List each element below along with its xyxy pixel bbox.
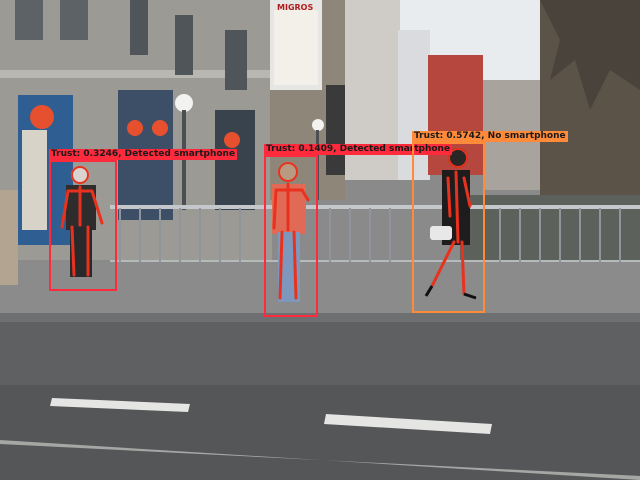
shop-sign: MIGROS <box>277 3 314 12</box>
pedestrian-2-skeleton <box>272 162 310 302</box>
pedestrian-1-skeleton <box>60 166 104 277</box>
pedestrian-3-skeleton <box>424 148 477 300</box>
detection-box-1 <box>49 160 117 291</box>
detection-label-3: Trust: 0.5742, No smartphone <box>412 131 568 142</box>
detection-label-2: Trust: 0.1409, Detected smartphone <box>264 144 453 155</box>
detection-label-1: Trust: 0.3246, Detected smartphone <box>49 149 238 160</box>
detection-box-3 <box>412 142 485 313</box>
detection-box-2 <box>264 155 318 317</box>
